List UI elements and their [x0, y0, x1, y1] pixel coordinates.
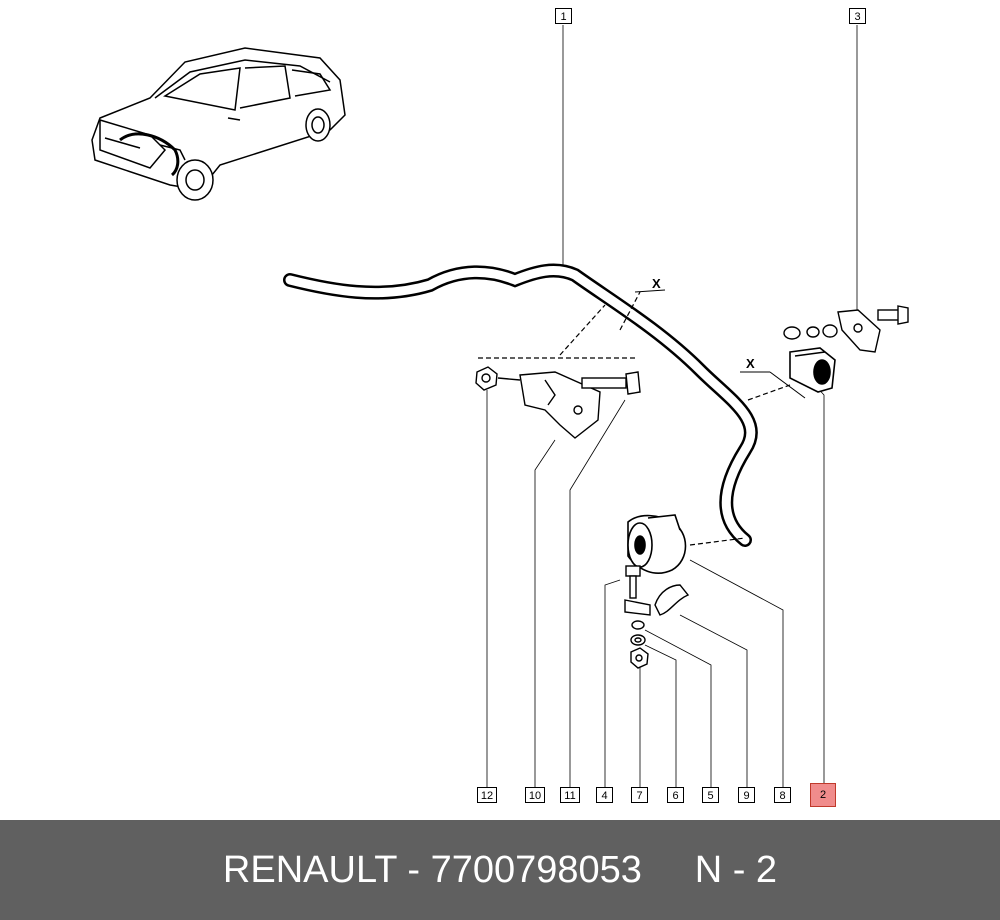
- callout-7: 7: [631, 787, 648, 803]
- bolt-part-11: [581, 371, 641, 395]
- washer-part-6: [630, 634, 646, 646]
- washer-part-5: [631, 620, 645, 630]
- nut-part-7: [630, 647, 649, 669]
- callout-8: 8: [774, 787, 791, 803]
- bolt-part-4: [625, 565, 641, 599]
- bushing-part-8: [627, 514, 687, 574]
- bushing-part-2: [789, 347, 836, 393]
- callout-10: 10: [525, 787, 545, 803]
- brand-name: RENAULT: [222, 849, 397, 891]
- leader-lines: [486, 25, 858, 787]
- callout-9: 9: [738, 787, 755, 803]
- dimension-label-x-right: X: [746, 356, 755, 371]
- callout-11: 11: [560, 787, 580, 803]
- dimension-ticks: [634, 289, 806, 399]
- callout-4: 4: [596, 787, 613, 803]
- callout-2-highlighted[interactable]: 2: [810, 783, 836, 807]
- callout-3: 3: [849, 8, 866, 24]
- footer-caption: RENAULT - 7700798053 N - 2: [0, 820, 1000, 920]
- nut-part-12: [475, 366, 521, 391]
- stabilizer-bar: [283, 263, 758, 547]
- callout-1: 1: [555, 8, 572, 24]
- separator: -: [396, 849, 431, 891]
- dimension-label-x-upper: X: [652, 276, 661, 291]
- position-label: N - 2: [694, 849, 778, 891]
- bracket-part-3: [783, 305, 909, 353]
- callout-12: 12: [477, 787, 497, 803]
- clamp-part-9: [624, 584, 690, 616]
- callout-5: 5: [702, 787, 719, 803]
- bracket-part-10: [519, 371, 601, 439]
- parts-diagram: [91, 25, 909, 787]
- footer-gap: [642, 849, 695, 891]
- callout-6: 6: [667, 787, 684, 803]
- dimension-lines: [478, 291, 791, 546]
- footer-bar: RENAULT - 7700798053 N - 2: [0, 820, 1000, 920]
- part-number: 7700798053: [430, 849, 642, 891]
- car-illustration: [91, 47, 346, 201]
